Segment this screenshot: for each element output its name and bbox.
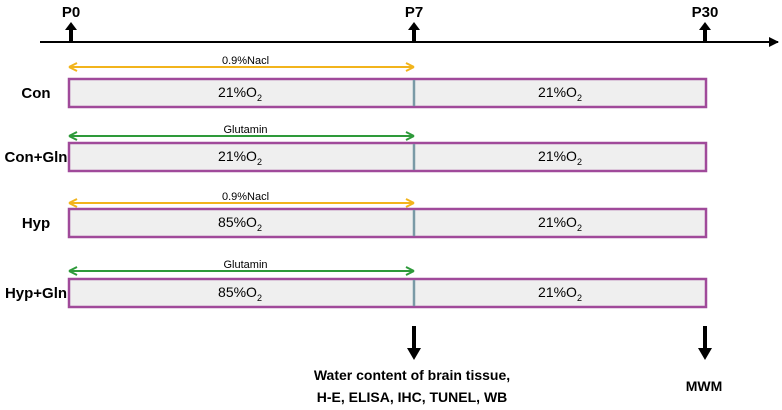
oxygen-value: 21%O	[218, 148, 257, 164]
timepoint-p7: P7	[405, 4, 423, 42]
oxygen-subscript: 2	[577, 293, 582, 303]
up-arrow-icon	[65, 22, 77, 30]
group-label: Con	[21, 85, 50, 102]
timepoint-label: P7	[405, 4, 423, 21]
assessment-line: H-E, ELISA, IHC, TUNEL, WB	[317, 389, 508, 405]
oxygen-condition: 21%O2	[538, 284, 582, 303]
oxygen-value: 21%O	[538, 284, 577, 300]
treatment-arrow: 0.9%Nacl	[68, 191, 415, 208]
treatment-arrow: Glutamin	[68, 124, 415, 141]
oxygen-subscript: 2	[577, 93, 582, 103]
up-arrow-icon	[699, 22, 711, 30]
oxygen-condition: 21%O2	[538, 84, 582, 103]
assessment-line: Water content of brain tissue,	[314, 367, 510, 383]
treatment-label: Glutamin	[223, 259, 267, 271]
oxygen-value: 85%O	[218, 214, 257, 230]
up-arrow-icon	[408, 22, 420, 30]
treatment-label: Glutamin	[223, 124, 267, 136]
condition-bar	[67, 141, 708, 173]
timepoint-label: P30	[692, 4, 719, 21]
condition-bar	[67, 77, 708, 109]
down-arrow-icon	[407, 348, 421, 360]
treatment-arrow: Glutamin	[68, 259, 415, 276]
assessment-line: MWM	[686, 378, 723, 394]
group-label: Con+Gln	[5, 149, 68, 166]
down-arrow-icon	[698, 348, 712, 360]
oxygen-value: 21%O	[538, 214, 577, 230]
oxygen-subscript: 2	[257, 223, 262, 233]
timepoint-p0: P0	[62, 4, 80, 42]
oxygen-value: 21%O	[538, 148, 577, 164]
condition-bar	[67, 207, 708, 239]
treatment-label: 0.9%Nacl	[222, 55, 269, 67]
treatment-label: 0.9%Nacl	[222, 191, 269, 203]
treatment-arrow: 0.9%Nacl	[68, 55, 415, 72]
oxygen-condition: 21%O2	[538, 148, 582, 167]
assessment-p30: MWM	[686, 326, 723, 394]
oxygen-value: 85%O	[218, 284, 257, 300]
oxygen-condition: 85%O2	[218, 284, 262, 303]
oxygen-subscript: 2	[577, 157, 582, 167]
oxygen-value: 21%O	[538, 84, 577, 100]
group-label: Hyp	[22, 215, 50, 232]
assessment-p7: Water content of brain tissue, H-E, ELIS…	[314, 326, 510, 405]
oxygen-subscript: 2	[257, 93, 262, 103]
oxygen-subscript: 2	[577, 223, 582, 233]
timepoint-p30: P30	[692, 4, 719, 42]
oxygen-condition: 85%O2	[218, 214, 262, 233]
oxygen-subscript: 2	[257, 293, 262, 303]
oxygen-condition: 21%O2	[218, 148, 262, 167]
condition-bar	[67, 277, 708, 309]
oxygen-condition: 21%O2	[218, 84, 262, 103]
oxygen-condition: 21%O2	[538, 214, 582, 233]
oxygen-value: 21%O	[218, 84, 257, 100]
oxygen-subscript: 2	[257, 157, 262, 167]
timepoint-label: P0	[62, 4, 80, 21]
group-label: Hyp+Gln	[5, 285, 67, 302]
